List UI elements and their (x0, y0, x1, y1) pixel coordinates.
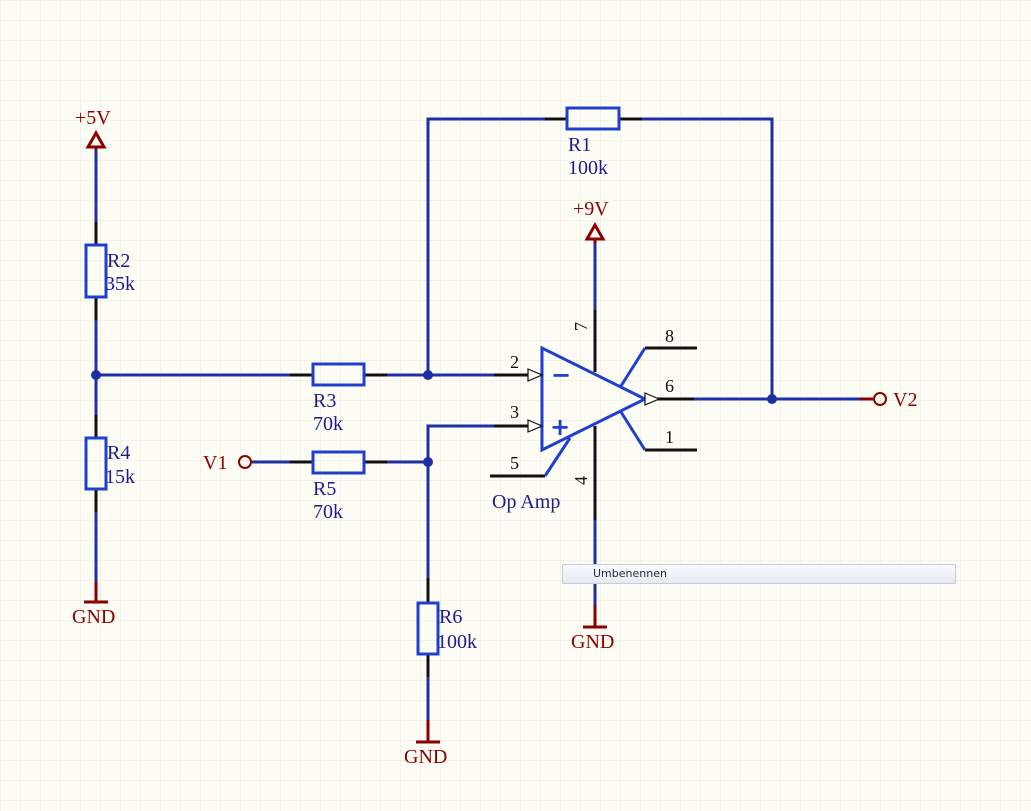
resistor-r4[interactable]: R4 15k (84, 415, 135, 512)
wire-feedback-right[interactable] (642, 117, 774, 399)
pin1-number: 1 (665, 427, 674, 447)
r1-ref: R1 (568, 134, 591, 156)
r4-ref: R4 (107, 442, 130, 464)
r5-value: 70k (313, 501, 343, 523)
pin8-number: 8 (665, 326, 674, 346)
r1-value: 100k (568, 157, 608, 179)
gnd-bottom-label: GND (404, 746, 447, 768)
opamp-body[interactable] (540, 345, 649, 453)
rename-tooltip-text: Umbenennen (593, 567, 667, 580)
junction-dot (423, 370, 433, 380)
opamp[interactable]: − + 2 3 5 8 6 1 7 4 Op Amp (490, 310, 697, 520)
junctions (91, 370, 777, 467)
wire-feedback-left[interactable] (426, 117, 545, 375)
gnd-left[interactable]: GND (72, 582, 115, 628)
gnd-opamp-label: GND (571, 631, 614, 653)
r3-ref: R3 (313, 390, 336, 412)
power-plus5v[interactable]: +5V (75, 107, 111, 150)
port-v1[interactable]: V1 (203, 452, 252, 474)
pin2-number: 2 (510, 352, 519, 372)
pin7-number: 7 (571, 322, 591, 331)
gnd-opamp[interactable]: GND (571, 605, 614, 653)
port-v2[interactable]: V2 (860, 389, 917, 411)
opamp-plus-sign: + (550, 413, 570, 441)
pin3-number: 3 (510, 402, 519, 422)
resistor-r2[interactable]: R2 35k (84, 222, 135, 320)
pin4-number: 4 (571, 476, 591, 485)
resistor-r5[interactable]: R5 70k (290, 450, 387, 523)
opamp-label: Op Amp (492, 491, 560, 513)
r2-ref: R2 (107, 250, 130, 272)
opamp-minus-sign: − (551, 361, 571, 389)
power-plus9v[interactable]: +9V (573, 198, 609, 244)
r6-ref: R6 (439, 606, 462, 628)
r3-value: 70k (313, 413, 343, 435)
r4-value: 15k (105, 466, 135, 488)
resistor-r1[interactable]: R1 100k (545, 106, 642, 179)
pin6-number: 6 (665, 376, 674, 396)
pin6-arrow (644, 392, 661, 406)
gnd-bottom[interactable]: GND (404, 720, 447, 768)
junction-dot (767, 394, 777, 404)
v2-label: V2 (893, 389, 917, 411)
pin5-number: 5 (510, 453, 519, 473)
junction-dot (91, 370, 101, 380)
wires (94, 117, 860, 720)
rename-tooltip[interactable]: Umbenennen (562, 564, 956, 584)
r2-value: 35k (105, 273, 135, 295)
r5-ref: R5 (313, 478, 336, 500)
gnd-left-label: GND (72, 606, 115, 628)
resistor-r3[interactable]: R3 70k (290, 362, 387, 435)
plus9v-label: +9V (573, 198, 609, 220)
pin3-arrow (527, 419, 544, 433)
pin2-arrow (527, 368, 544, 382)
wire-pin3-r6[interactable] (426, 424, 494, 578)
plus5v-label: +5V (75, 107, 111, 129)
r6-value: 100k (437, 631, 477, 653)
junction-dot (423, 457, 433, 467)
resistor-r6[interactable]: R6 100k (416, 578, 477, 677)
v1-label: V1 (203, 452, 227, 474)
